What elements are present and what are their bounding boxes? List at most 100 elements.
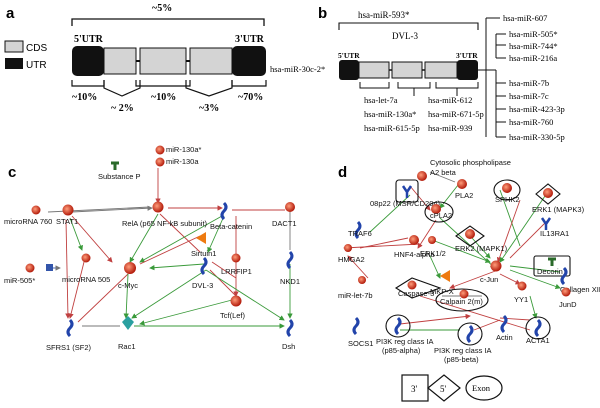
edge — [71, 205, 153, 213]
node-cpla2[interactable]: cPLA2 — [424, 201, 454, 223]
top-mirna: hsa-miR-593* — [358, 10, 410, 20]
edge — [159, 213, 201, 253]
node-rela[interactable]: RelA (p65 NF-kB subunit) — [122, 201, 208, 229]
node-actin[interactable]: Actin — [496, 314, 513, 342]
node-decorin[interactable]: Decorin — [533, 255, 571, 277]
node-lrrfip1[interactable]: LRRFIP1 — [221, 253, 252, 277]
edge — [473, 319, 501, 331]
node-pi3k-beta[interactable]: PI3K reg class IA (p85-beta) — [434, 322, 492, 364]
node-beta-catenin[interactable]: Beta-catenin — [210, 201, 252, 231]
mirna-icon — [25, 263, 35, 273]
node-label: Caspase-3 — [398, 289, 434, 298]
bracket-a4 — [185, 80, 233, 97]
node-c-jun[interactable]: c-Jun — [480, 260, 502, 285]
node-08p22[interactable]: 08p22 (MSR/CD204) — [370, 179, 441, 208]
node-label: NKD1 — [280, 277, 300, 286]
panel-c-edges — [47, 168, 293, 329]
node-label-2: A2 beta — [430, 168, 457, 177]
node-mir505-star[interactable]: miR-505* — [4, 263, 53, 286]
cds-mirna-2: hsa-miR-130a* — [364, 109, 416, 119]
edge — [409, 185, 431, 211]
node-mkp-x[interactable]: MKP-X — [430, 270, 454, 296]
panel-b-utr5: 5'UTR — [338, 51, 360, 60]
node-sfrs1[interactable]: SFRS1 (SF2) — [46, 318, 92, 352]
edge — [347, 255, 369, 279]
node-caspase-3[interactable]: Caspase-3 — [394, 277, 442, 299]
node-label-2: (p85-beta) — [444, 355, 479, 364]
node-erk2[interactable]: ERK2 (MAPK1) — [455, 225, 508, 253]
panel-a-top-percent: ~5% — [152, 3, 172, 14]
transcription-factor-icon — [344, 244, 352, 252]
node-dsh[interactable]: Dsh — [282, 318, 295, 351]
node-label: Calpain 2(m) — [440, 297, 483, 306]
legend-cds-swatch — [4, 40, 24, 53]
edge — [509, 217, 551, 259]
legend-exon-label: Exon — [472, 383, 491, 393]
group-frame — [435, 288, 489, 312]
node-traf6[interactable]: TRAF6 — [348, 220, 372, 240]
enzyme-icon — [431, 204, 441, 214]
node-label: ACTA1 — [526, 336, 550, 345]
node-erk1[interactable]: ERK1 (MAPK3) — [532, 183, 585, 214]
node-dact1[interactable]: DACT1 — [272, 202, 297, 228]
edge — [71, 215, 113, 263]
node-hnf4-alpha[interactable]: HNF4-alpha — [394, 235, 435, 259]
node-substance-p[interactable]: Substance P — [98, 161, 141, 181]
node-sirtuin1[interactable]: Sirtuin1 — [191, 232, 216, 258]
node-c-myc[interactable]: c-Myc — [118, 262, 138, 290]
node-dvl3[interactable]: DVL-3 — [192, 256, 213, 290]
node-label: DACT1 — [272, 219, 297, 228]
transcription-factor-icon — [62, 204, 74, 216]
enzyme-icon — [196, 232, 206, 244]
edge — [205, 269, 285, 321]
legend-exon-ellipse — [465, 375, 503, 401]
node-jund[interactable]: JunD — [559, 287, 577, 310]
tree-branch-1 — [495, 33, 506, 59]
node-microrna-505[interactable]: microRNA 505 — [62, 253, 110, 285]
protein-icon — [231, 253, 241, 263]
panel-a-cds-block-1 — [103, 47, 137, 75]
tree-mirna-1: hsa-miR-607 — [503, 13, 547, 23]
node-mir130a-star[interactable]: miR-130a* — [155, 145, 202, 155]
node-sphk2[interactable]: SPHK2 — [493, 179, 521, 204]
node-label: Beta-catenin — [210, 222, 252, 231]
node-pi3k-alpha[interactable]: PI3K reg class IA (p85-alpha) — [376, 314, 434, 355]
edge — [211, 261, 237, 279]
panel-a-utr5-block — [72, 46, 104, 76]
node-stat1[interactable]: STAT1 — [56, 204, 78, 227]
mirna-icon — [155, 145, 165, 155]
panel-b-cds-3 — [424, 61, 458, 79]
utr-bracket — [435, 82, 479, 89]
bracket-a3 — [135, 80, 191, 87]
panel-a-letter: a — [6, 5, 15, 22]
node-hmga2[interactable]: HMGA2 — [338, 244, 365, 264]
edge — [529, 295, 538, 319]
node-cpla2-beta[interactable]: Cytosolic phospholipase A2 beta — [417, 158, 511, 181]
panel-a-utr5-label: 5'UTR — [74, 34, 104, 45]
node-erk12[interactable]: ERK1/2 — [420, 236, 446, 258]
top-mirna-bracket — [338, 22, 479, 30]
tree-branch-2 — [495, 70, 506, 138]
node-yy1[interactable]: YY1 — [514, 281, 528, 305]
mirna-icon — [31, 205, 41, 215]
node-microrna-760[interactable]: microRNA 760 — [4, 205, 52, 227]
node-pla2[interactable]: PLA2 — [455, 179, 473, 200]
ligand-icon — [111, 161, 119, 170]
tree-mirna-7: hsa-miR-423-3p — [509, 104, 565, 114]
edge — [429, 171, 456, 183]
node-acta1[interactable]: ACTA1 — [525, 316, 551, 345]
node-mir-let-7b[interactable]: miR-let-7b — [338, 276, 373, 300]
node-calpain[interactable]: Calpain 2(m) — [435, 288, 489, 312]
bracket-a5 — [231, 80, 267, 87]
edge — [129, 213, 159, 263]
node-mir130a[interactable]: miR-130a — [155, 157, 200, 167]
node-collagen-xii[interactable]: Collagen XII — [560, 266, 600, 294]
node-label: TRAF6 — [348, 229, 372, 238]
node-nkd1[interactable]: NKD1 — [280, 250, 300, 286]
node-tcf-lef[interactable]: Tcf(Lef) — [220, 295, 246, 321]
protein-icon — [534, 318, 542, 338]
node-rac1[interactable]: Rac1 — [118, 316, 136, 351]
utr-mirna-1: hsa-miR-612 — [428, 95, 472, 105]
node-socs1[interactable]: SOCS1 — [348, 316, 373, 348]
node-il13ra1[interactable]: IL13RA1 — [540, 217, 569, 238]
